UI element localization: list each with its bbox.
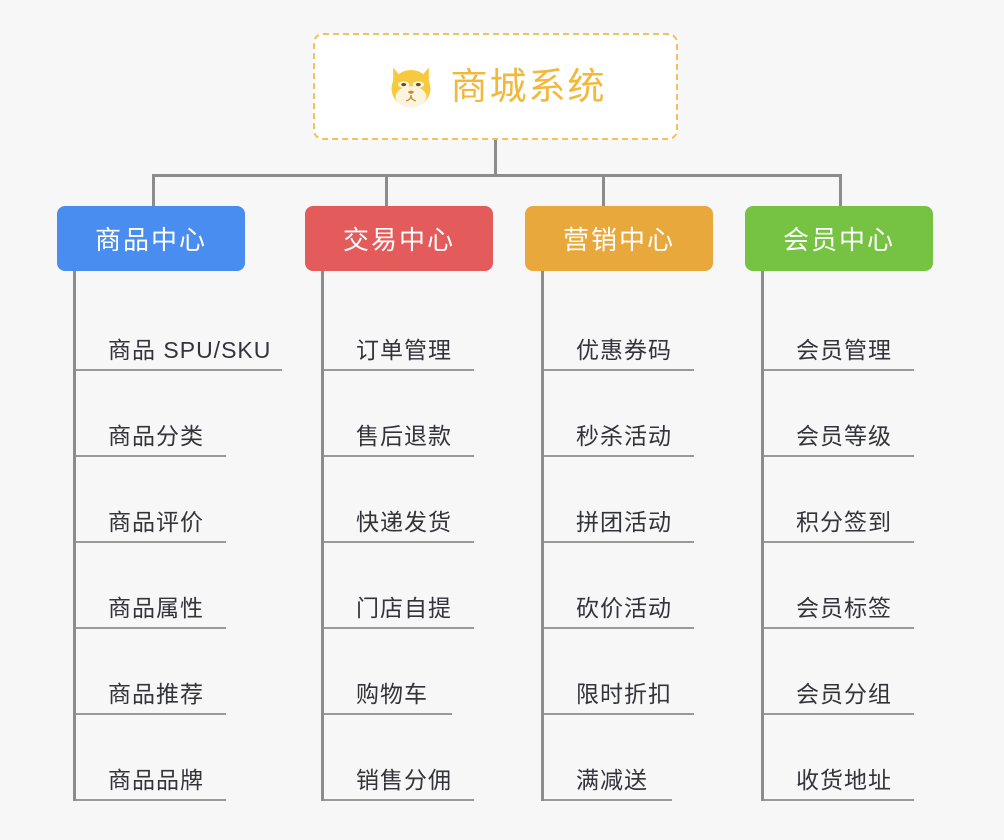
leaf-underline: [764, 627, 914, 629]
leaf-label: 收货地址: [796, 766, 892, 793]
leaf-underline: [76, 369, 282, 371]
leaf-underline: [76, 455, 226, 457]
leaf-node[interactable]: 销售分佣: [324, 715, 493, 801]
leaf-node[interactable]: 限时折扣: [544, 629, 713, 715]
root-title: 商城系统: [450, 66, 607, 107]
branch-header-1[interactable]: 商品中心: [57, 206, 245, 271]
leaf-underline: [324, 369, 474, 371]
leaf-underline: [324, 627, 474, 629]
leaf-node[interactable]: 商品评价: [76, 457, 245, 543]
connector-drop-3: [602, 174, 605, 208]
leaf-label: 会员管理: [796, 336, 892, 363]
leaf-label: 商品品牌: [108, 766, 204, 793]
dog-face-icon: [385, 61, 437, 113]
leaf-underline: [76, 799, 226, 801]
leaf-underline: [324, 713, 452, 715]
branch-header-4[interactable]: 会员中心: [745, 206, 933, 271]
leaf-list-1: 商品 SPU/SKU 商品分类商品评价商品属性商品推荐商品品牌: [73, 271, 282, 801]
leaf-node[interactable]: 购物车: [324, 629, 493, 715]
leaf-node[interactable]: 会员标签: [764, 543, 933, 629]
leaf-underline: [324, 541, 474, 543]
leaf-node[interactable]: 积分签到: [764, 457, 933, 543]
leaf-underline: [324, 799, 474, 801]
leaf-node[interactable]: 秒杀活动: [544, 371, 713, 457]
branch-header-3[interactable]: 营销中心: [525, 206, 713, 271]
leaf-list-4: 会员管理会员等级积分签到会员标签会员分组收货地址: [761, 271, 933, 801]
leaf-underline: [764, 369, 914, 371]
leaf-underline: [76, 541, 226, 543]
leaf-label: 砍价活动: [576, 594, 672, 621]
leaf-label: 商品分类: [108, 422, 204, 449]
leaf-list-3: 优惠券码秒杀活动拼团活动砍价活动限时折扣满减送: [541, 271, 713, 801]
leaf-label: 商品评价: [108, 508, 204, 535]
leaf-underline: [544, 799, 672, 801]
leaf-label: 售后退款: [356, 422, 452, 449]
leaf-node[interactable]: 快递发货: [324, 457, 493, 543]
leaf-node[interactable]: 收货地址: [764, 715, 933, 801]
leaf-underline: [76, 627, 226, 629]
branch-column-2: 交易中心订单管理售后退款快递发货门店自提购物车销售分佣: [305, 206, 493, 801]
leaf-node[interactable]: 商品品牌: [76, 715, 245, 801]
connector-horizontal-bus: [152, 174, 842, 177]
leaf-list-2: 订单管理售后退款快递发货门店自提购物车销售分佣: [321, 271, 493, 801]
leaf-label: 限时折扣: [576, 680, 672, 707]
leaf-underline: [764, 455, 914, 457]
leaf-node[interactable]: 商品 SPU/SKU: [76, 285, 282, 371]
leaf-label: 会员标签: [796, 594, 892, 621]
leaf-node[interactable]: 会员分组: [764, 629, 933, 715]
leaf-node[interactable]: 拼团活动: [544, 457, 713, 543]
leaf-underline: [544, 455, 694, 457]
leaf-label: 会员等级: [796, 422, 892, 449]
connector-drop-1: [152, 174, 155, 208]
branch-column-3: 营销中心优惠券码秒杀活动拼团活动砍价活动限时折扣满减送: [525, 206, 713, 801]
leaf-node[interactable]: 订单管理: [324, 285, 493, 371]
leaf-underline: [764, 541, 914, 543]
leaf-node[interactable]: 售后退款: [324, 371, 493, 457]
leaf-label: 商品推荐: [108, 680, 204, 707]
branch-header-label: 交易中心: [342, 225, 455, 255]
leaf-underline: [544, 541, 694, 543]
connector-drop-2: [385, 174, 388, 208]
leaf-underline: [764, 713, 914, 715]
leaf-label: 商品 SPU/SKU: [108, 336, 272, 363]
branch-header-label: 营销中心: [562, 225, 675, 255]
leaf-node[interactable]: 优惠券码: [544, 285, 713, 371]
leaf-label: 拼团活动: [576, 508, 672, 535]
leaf-label: 销售分佣: [356, 766, 452, 793]
branch-header-label: 商品中心: [94, 225, 207, 255]
leaf-label: 满减送: [576, 766, 648, 793]
leaf-underline: [544, 627, 694, 629]
leaf-node[interactable]: 会员管理: [764, 285, 933, 371]
leaf-label: 积分签到: [796, 508, 892, 535]
branch-column-1: 商品中心商品 SPU/SKU 商品分类商品评价商品属性商品推荐商品品牌: [57, 206, 282, 801]
root-node[interactable]: 商城系统: [313, 33, 678, 140]
leaf-node[interactable]: 商品属性: [76, 543, 245, 629]
leaf-node[interactable]: 满减送: [544, 715, 713, 801]
leaf-node[interactable]: 会员等级: [764, 371, 933, 457]
branch-column-4: 会员中心会员管理会员等级积分签到会员标签会员分组收货地址: [745, 206, 933, 801]
leaf-label: 快递发货: [356, 508, 452, 535]
leaf-underline: [76, 713, 226, 715]
branch-header-2[interactable]: 交易中心: [305, 206, 493, 271]
leaf-node[interactable]: 商品分类: [76, 371, 245, 457]
connector-root-stem: [494, 140, 497, 176]
leaf-label: 订单管理: [356, 336, 452, 363]
branch-header-label: 会员中心: [782, 225, 895, 255]
leaf-label: 会员分组: [796, 680, 892, 707]
leaf-node[interactable]: 商品推荐: [76, 629, 245, 715]
leaf-label: 优惠券码: [576, 336, 672, 363]
leaf-label: 门店自提: [356, 594, 452, 621]
leaf-underline: [544, 369, 694, 371]
leaf-node[interactable]: 砍价活动: [544, 543, 713, 629]
leaf-label: 商品属性: [108, 594, 204, 621]
leaf-underline: [544, 713, 694, 715]
leaf-label: 秒杀活动: [576, 422, 672, 449]
leaf-label: 购物车: [356, 680, 428, 707]
leaf-node[interactable]: 门店自提: [324, 543, 493, 629]
leaf-underline: [324, 455, 474, 457]
leaf-underline: [764, 799, 914, 801]
connector-drop-4: [839, 174, 842, 208]
